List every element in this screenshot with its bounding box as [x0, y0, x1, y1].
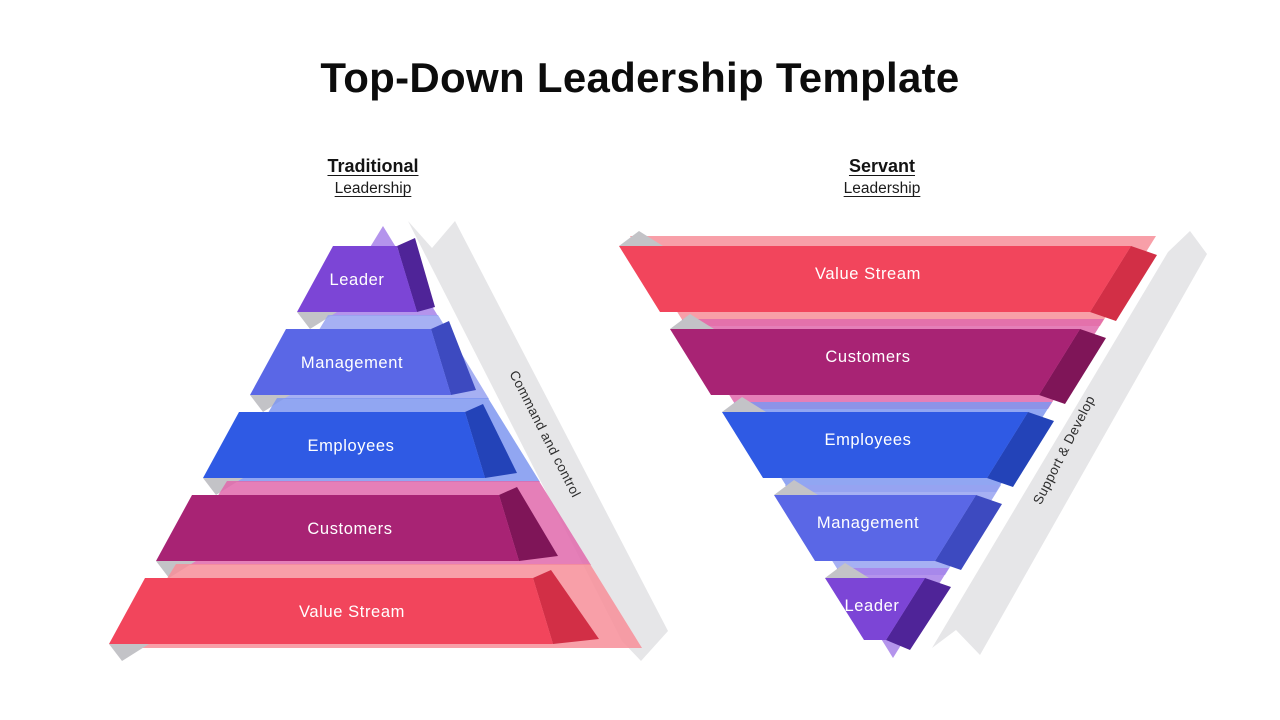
level-fold: [774, 480, 818, 495]
level-label: Employees: [307, 437, 394, 455]
traditional-level-customers: Customers: [156, 481, 591, 578]
servant-level-value-stream: Value Stream: [619, 231, 1157, 326]
level-label: Customers: [307, 520, 392, 538]
level-front: [203, 412, 485, 478]
slide-title: Top-Down Leadership Template: [320, 54, 960, 101]
servant-heading-sub: Leadership: [843, 180, 921, 197]
level-side-3d: [533, 570, 599, 644]
traditional-heading: Traditional Leadership: [253, 156, 493, 198]
level-side-3d: [1090, 246, 1157, 321]
traditional-heading-main: Traditional: [327, 156, 419, 176]
level-label: Customers: [825, 348, 910, 366]
level-side-3d: [499, 487, 558, 561]
level-front: [774, 495, 976, 561]
level-fold: [722, 397, 766, 412]
level-side-3d: [1039, 329, 1106, 404]
level-front: [722, 412, 1028, 478]
traditional-level-value-stream: Value Stream: [109, 564, 642, 661]
level-side-3d: [987, 412, 1054, 487]
level-front: [619, 246, 1131, 312]
level-fold: [619, 231, 663, 246]
ribbon-banner-shape: [932, 231, 1207, 655]
traditional-level-leader: Leader: [297, 226, 438, 329]
level-label: Management: [301, 354, 403, 372]
level-label: Value Stream: [299, 603, 405, 621]
servant-pyramid: Value Stream Customers Employees: [619, 231, 1157, 658]
level-side-3d: [397, 238, 435, 312]
servant-heading-main: Servant: [848, 156, 916, 176]
level-side-3d: [935, 495, 1002, 570]
servant-level-management: Management: [774, 480, 1002, 575]
level-front: [825, 578, 925, 640]
level-side-3d: [465, 404, 517, 478]
level-label: Management: [817, 514, 919, 532]
servant-level-leader: Leader: [825, 563, 951, 658]
level-front: [670, 329, 1080, 395]
traditional-level-management: Management: [250, 315, 489, 412]
traditional-heading-sub: Leadership: [334, 180, 412, 197]
level-fold: [297, 312, 337, 329]
servant-heading: Servant Leadership: [762, 156, 1002, 198]
level-front: [109, 578, 553, 644]
servant-level-customers: Customers: [670, 314, 1106, 409]
level-fold: [825, 563, 869, 578]
level-label: Employees: [824, 431, 911, 449]
level-label: Leader: [845, 597, 900, 615]
traditional-pyramid: Leader Management Employees: [109, 226, 642, 661]
level-fold: [670, 314, 714, 329]
level-fold: [109, 644, 149, 661]
level-side-3d: [886, 578, 951, 650]
level-label: Value Stream: [815, 265, 921, 283]
level-front: [156, 495, 519, 561]
traditional-level-employees: Employees: [203, 398, 540, 495]
level-label: Leader: [330, 271, 385, 289]
level-front: [297, 246, 417, 312]
level-side-3d: [431, 321, 476, 395]
ribbon-banner-shape: [408, 221, 668, 661]
level-front: [250, 329, 451, 395]
servant-level-employees: Employees: [722, 397, 1054, 492]
